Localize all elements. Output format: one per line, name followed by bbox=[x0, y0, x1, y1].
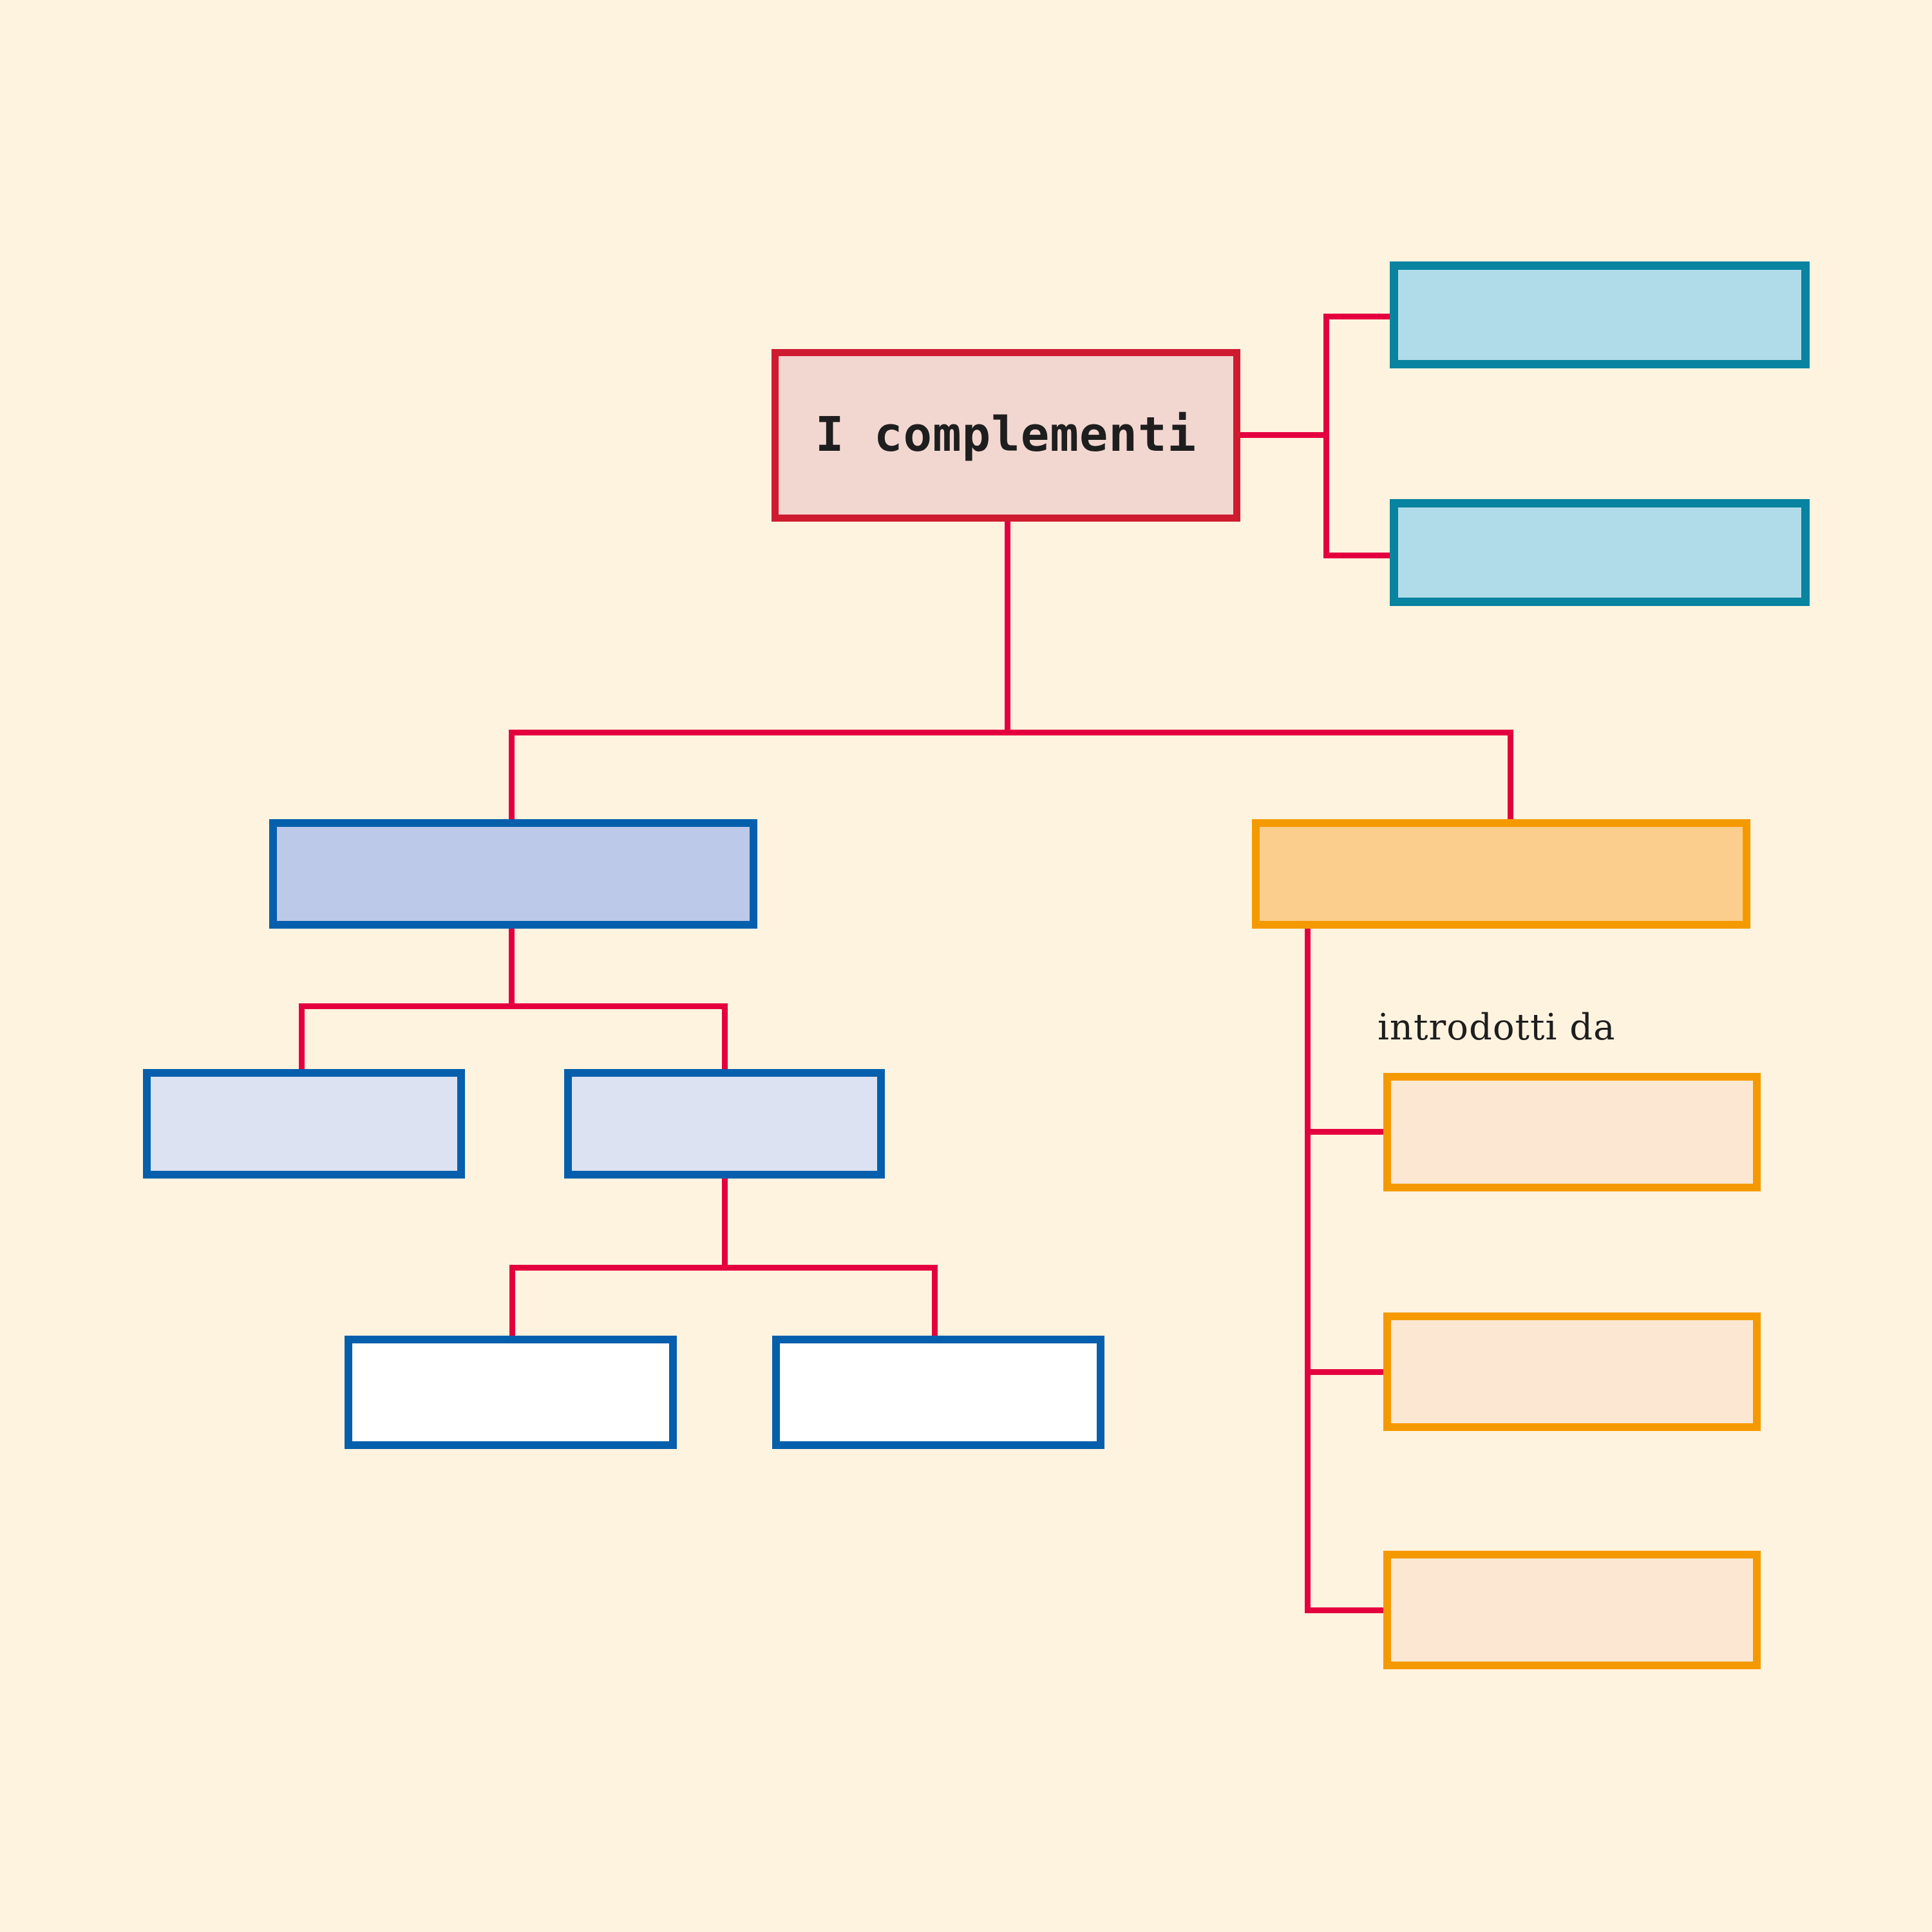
edge-blue-ter-2-drop bbox=[932, 1265, 938, 1337]
edge-blue-tertiary-bar bbox=[509, 1265, 938, 1271]
edge-root-to-teal-stub bbox=[1239, 432, 1329, 438]
edge-main-split-bar bbox=[509, 730, 1513, 735]
node-orange-primary[interactable] bbox=[1252, 819, 1750, 929]
node-orange-secondary-1[interactable] bbox=[1383, 1073, 1761, 1191]
node-blue-tertiary-2[interactable] bbox=[772, 1336, 1104, 1449]
edge-root-trunk bbox=[1005, 519, 1010, 734]
edge-teal-2 bbox=[1323, 553, 1394, 558]
edge-teal-spine bbox=[1323, 314, 1329, 558]
edge-orange-sec-2 bbox=[1305, 1369, 1388, 1375]
edge-blue-primary-down bbox=[509, 926, 515, 1007]
edge-blue-split-bar bbox=[299, 1003, 728, 1009]
edge-blue-sec-1-drop bbox=[299, 1003, 305, 1073]
edge-orange-sec-3 bbox=[1305, 1607, 1388, 1613]
node-blue-primary[interactable] bbox=[269, 819, 757, 929]
node-blue-tertiary-1[interactable] bbox=[345, 1336, 677, 1449]
edge-orange-sec-1 bbox=[1305, 1129, 1388, 1135]
edge-blue-sec2-down bbox=[722, 1176, 728, 1269]
edge-blue-sec-2-drop bbox=[722, 1003, 728, 1073]
edge-teal-1 bbox=[1323, 314, 1394, 319]
edge-blue-ter-1-drop bbox=[509, 1265, 515, 1337]
node-orange-secondary-2[interactable] bbox=[1383, 1312, 1761, 1431]
orange-group-label: introdotti da bbox=[1378, 1007, 1616, 1048]
node-teal-1[interactable] bbox=[1390, 261, 1810, 368]
node-teal-2[interactable] bbox=[1390, 499, 1810, 606]
edge-orange-spine bbox=[1305, 926, 1311, 1613]
node-blue-secondary-2[interactable] bbox=[564, 1069, 885, 1179]
node-blue-secondary-1[interactable] bbox=[143, 1069, 465, 1179]
node-root-label: I complementi bbox=[815, 407, 1197, 463]
node-root[interactable]: I complementi bbox=[772, 349, 1240, 522]
edge-drop-blue bbox=[509, 730, 515, 823]
node-orange-secondary-3[interactable] bbox=[1383, 1551, 1761, 1669]
edge-drop-orange bbox=[1508, 730, 1513, 823]
